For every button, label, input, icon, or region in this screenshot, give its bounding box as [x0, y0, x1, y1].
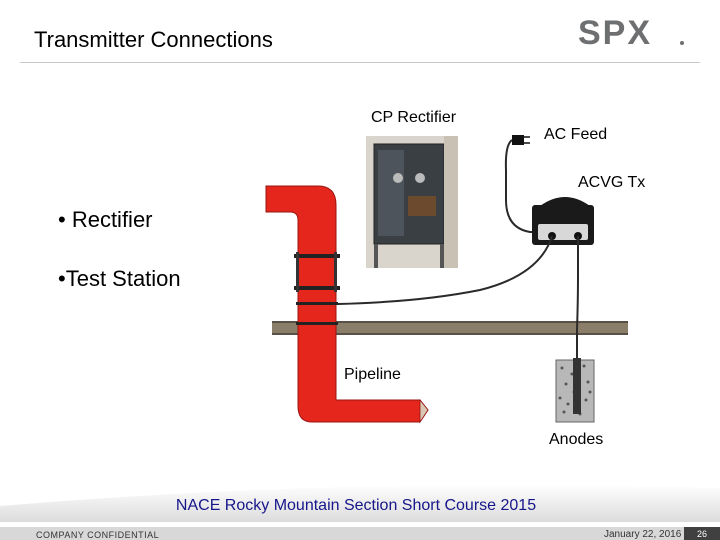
- ground-surface-bottom: [272, 333, 628, 335]
- page-number-box: [684, 527, 720, 540]
- ac-feed-label: AC Feed: [544, 126, 608, 143]
- spx-logo: SPX: [578, 14, 684, 52]
- title-divider: [20, 62, 700, 63]
- test-station-clamp-lower: [294, 286, 340, 290]
- footer-band: [0, 484, 720, 522]
- pipe-band-1: [296, 302, 338, 305]
- ground-surface-top: [272, 321, 628, 323]
- page-number: 26: [696, 529, 707, 539]
- pipe-band-2: [296, 322, 338, 325]
- test-station-post-left: [296, 252, 299, 292]
- pipeline-connection-cable: [337, 235, 553, 305]
- ac-feed-cord: [504, 139, 534, 233]
- anodes-label: Anodes: [549, 431, 604, 448]
- ac-plug: [512, 135, 524, 145]
- rectifier-stand-right: [440, 244, 444, 268]
- cp-rectifier-label: CP Rectifier: [371, 109, 457, 126]
- rectifier-stand-left: [374, 244, 378, 268]
- bottom-bar: [0, 527, 720, 540]
- pipeline-shape: [265, 185, 429, 423]
- rectifier-panel: [408, 196, 436, 216]
- anode-rod: [573, 358, 581, 414]
- rectifier-wall: [444, 136, 458, 268]
- footer-band-shape: [0, 484, 720, 522]
- test-station-clamp-upper: [294, 254, 340, 258]
- spx-logo-text: SPX: [578, 14, 652, 52]
- confidential-notice: COMPANY CONFIDENTIAL: [36, 530, 160, 540]
- acvg-transmitter-handle: [540, 197, 590, 206]
- bullet-rectifier: • Rectifier: [58, 207, 153, 232]
- ground-surface: [272, 322, 628, 334]
- pipe-end-cap: [419, 398, 429, 424]
- rectifier-meter-2: [415, 173, 425, 183]
- logo-registered-mark: [680, 41, 684, 45]
- slide-date: January 22, 2016: [604, 529, 682, 540]
- slide-title: Transmitter Connections: [34, 27, 273, 52]
- rectifier-meter-1: [393, 173, 403, 183]
- course-footer: NACE Rocky Mountain Section Short Course…: [175, 497, 537, 514]
- bullet-test-station: •Test Station: [58, 266, 181, 291]
- anode-connection-cable: [576, 236, 579, 370]
- cp-rectifier-door: [378, 150, 404, 236]
- acvg-tx-label: ACVG Tx: [578, 174, 646, 191]
- anode-gravel-pattern: [558, 364, 592, 416]
- pipeline-label: Pipeline: [344, 366, 401, 383]
- test-station-post-right: [334, 252, 337, 292]
